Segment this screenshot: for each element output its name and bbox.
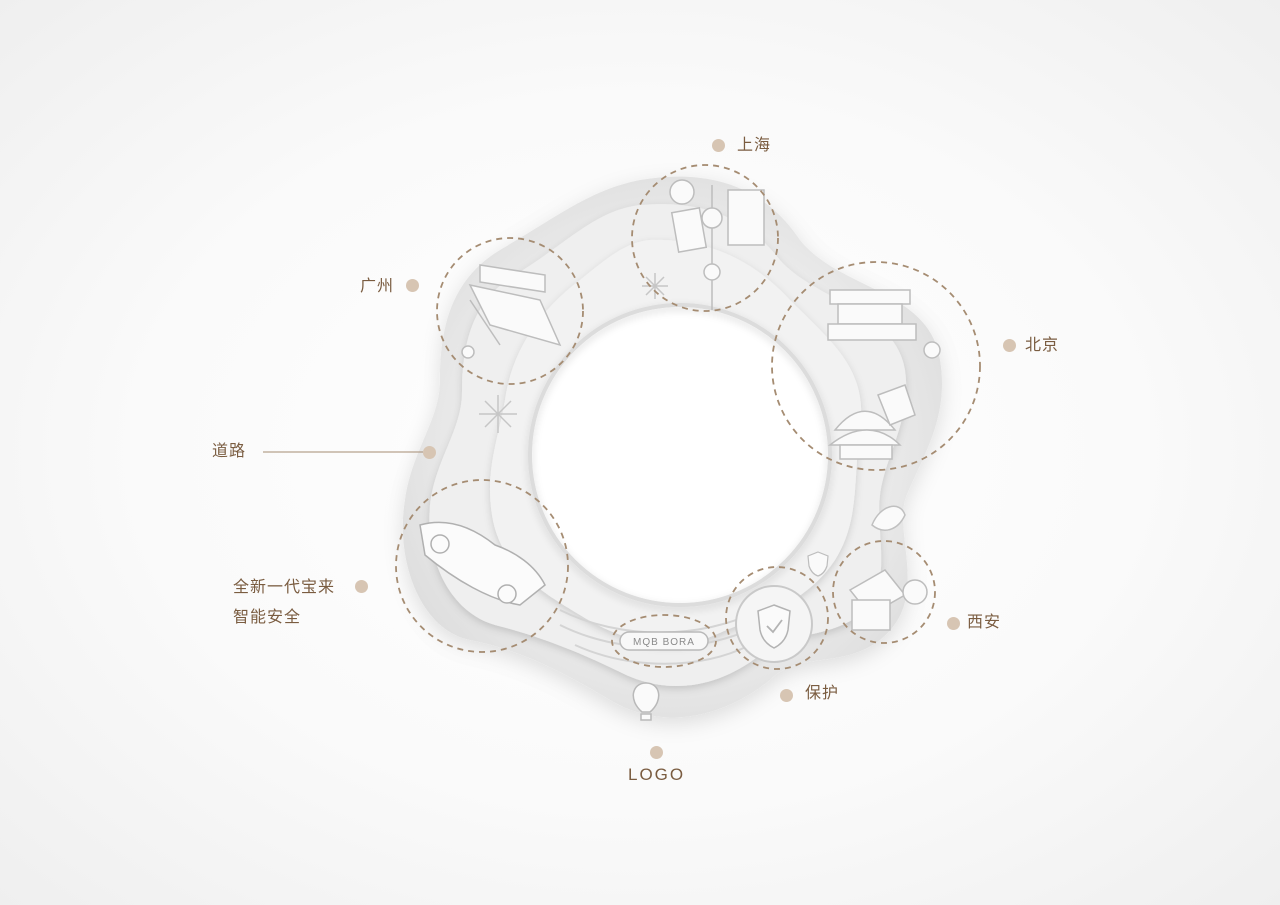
center-hole: [530, 305, 830, 605]
dot-beijing: [1003, 339, 1016, 352]
dashed-callouts: [395, 164, 981, 670]
dot-protect: [780, 689, 793, 702]
temple-of-heaven-icon: [827, 384, 916, 460]
tiananmen-icon: [827, 289, 941, 359]
callout-shanghai: [631, 164, 779, 312]
dot-road: [423, 446, 436, 459]
callout-guangzhou: [436, 237, 584, 385]
label-protect: 保护: [805, 683, 840, 702]
firework-icon: [479, 273, 668, 433]
label-guangzhou: 广州: [360, 276, 395, 295]
label-xian: 西安: [967, 612, 1002, 631]
road-sign-text: MQB BORA: [633, 637, 695, 648]
label-logo: LOGO: [628, 765, 686, 784]
dot-logo: [650, 746, 663, 759]
callout-beijing: [771, 261, 981, 471]
car-icon: [419, 521, 546, 606]
dot-shanghai: [712, 139, 725, 152]
canton-tower-icon: [461, 264, 562, 359]
label-car-line2: 智能安全: [233, 607, 302, 626]
center-hole-rim: [528, 303, 832, 607]
dot-guangzhou: [406, 279, 419, 292]
label-car: 全新一代宝来 智能安全: [233, 572, 335, 632]
callout-logo: [611, 614, 717, 668]
callout-car: [395, 479, 569, 653]
bell-tower-icon: [848, 569, 928, 631]
road-sign: MQB BORA: [619, 631, 709, 651]
dot-xian: [947, 617, 960, 630]
label-beijing: 北京: [1025, 335, 1060, 354]
oriental-pearl-tower-icon: [669, 179, 765, 310]
label-shanghai: 上海: [737, 135, 772, 154]
hot-air-balloon-icon: [632, 682, 660, 721]
leaf-icon: [871, 505, 906, 531]
label-car-line1: 全新一代宝来: [233, 577, 336, 596]
shield-icon: [735, 551, 829, 663]
callout-protect: [725, 566, 829, 670]
label-road: 道路: [212, 441, 247, 460]
dot-car: [355, 580, 368, 593]
callout-xian: [832, 540, 936, 644]
